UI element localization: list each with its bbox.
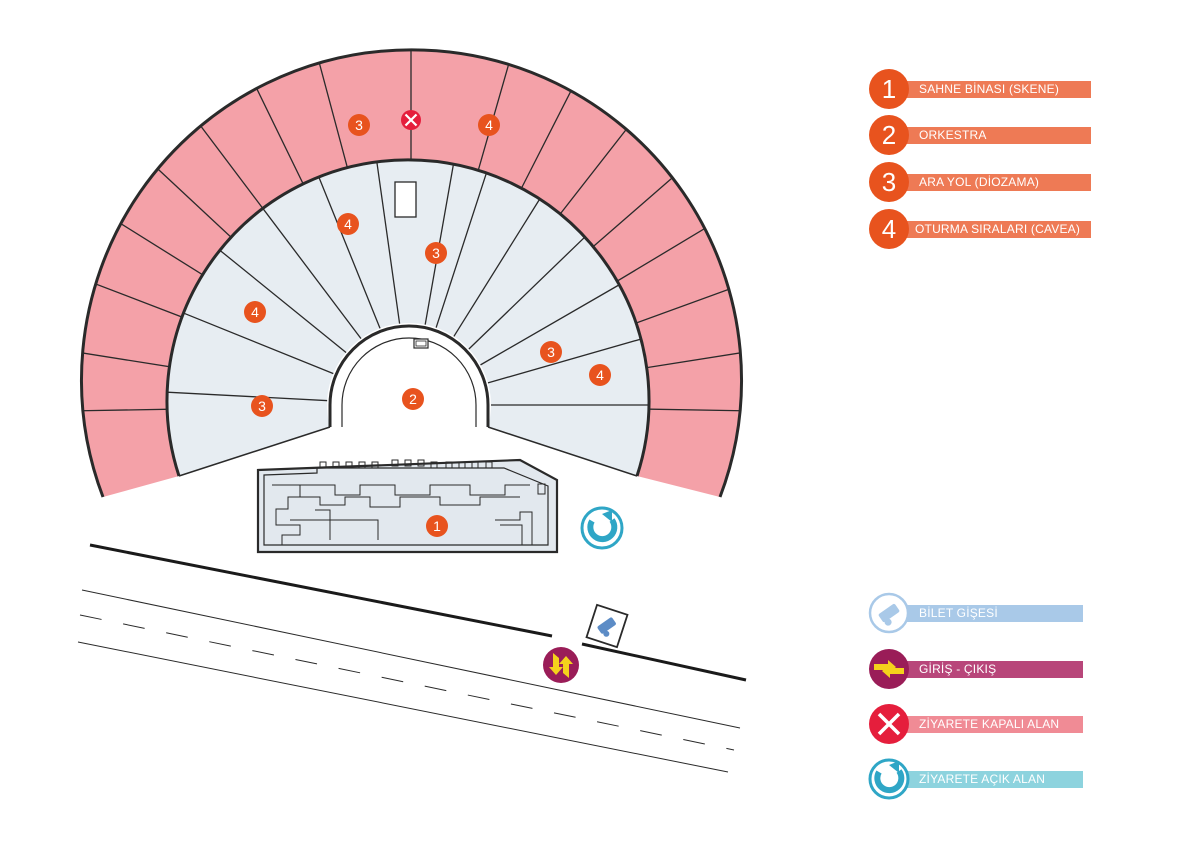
stage-building <box>256 458 559 554</box>
marker-3-top[interactable]: 3 <box>348 114 370 136</box>
marker-2-orchestra[interactable]: 2 <box>402 388 424 410</box>
marker-4-top[interactable]: 4 <box>478 114 500 136</box>
svg-text:ZİYARETE AÇIK ALAN: ZİYARETE AÇIK ALAN <box>919 772 1045 786</box>
lower-row-divider <box>468 230 592 350</box>
legend-item-3: 3 ARA YOL (DİOZAMA) <box>869 162 1091 202</box>
entry-exit-icon <box>874 660 904 678</box>
svg-text:GİRİŞ - ÇIKIŞ: GİRİŞ - ÇIKIŞ <box>919 662 996 676</box>
ticket-office[interactable] <box>585 603 629 649</box>
svg-text:4: 4 <box>882 214 896 244</box>
legend-item-1: 1 SAHNE BİNASI (SKENE) <box>869 69 1091 109</box>
lower-row-divider <box>167 391 332 402</box>
open-area-icon <box>874 761 905 794</box>
svg-text:4: 4 <box>251 304 259 320</box>
svg-text:2: 2 <box>409 391 417 407</box>
svg-text:OTURMA SIRALARI (CAVEA): OTURMA SIRALARI (CAVEA) <box>915 222 1080 236</box>
lower-row-divider <box>435 166 489 330</box>
lower-cavea <box>165 158 651 477</box>
svg-text:3: 3 <box>432 245 440 261</box>
lower-row-divider <box>452 192 545 338</box>
lower-row-divider <box>316 172 382 332</box>
road <box>77 543 747 773</box>
svg-text:4: 4 <box>596 367 604 383</box>
svg-text:4: 4 <box>485 117 493 133</box>
svg-text:BİLET GİŞESİ: BİLET GİŞESİ <box>919 606 998 620</box>
lower-row-divider <box>259 204 364 342</box>
open-area-marker[interactable] <box>580 506 624 550</box>
legend-item-4: 4 OTURMA SIRALARI (CAVEA) <box>869 209 1091 249</box>
legend-item-2: 2 ORKESTRA <box>869 115 1091 155</box>
svg-text:ARA YOL (DİOZAMA): ARA YOL (DİOZAMA) <box>919 175 1039 189</box>
lower-row-divider <box>216 247 350 356</box>
legend-icons: BİLET GİŞESİ GİRİŞ - ÇIKIŞ ZİYARETE KAPA… <box>868 592 1083 800</box>
svg-text:3: 3 <box>258 398 266 414</box>
svg-text:1: 1 <box>433 518 441 534</box>
marker-3-left[interactable]: 3 <box>251 395 273 417</box>
svg-text:2: 2 <box>882 120 896 150</box>
marker-3-right[interactable]: 3 <box>540 341 562 363</box>
entry-exit-marker[interactable] <box>543 647 579 683</box>
closed-area-marker[interactable] <box>401 110 421 130</box>
marker-4-upper-left[interactable]: 4 <box>337 213 359 235</box>
svg-text:4: 4 <box>344 216 352 232</box>
svg-text:ZİYARETE KAPALI ALAN: ZİYARETE KAPALI ALAN <box>919 717 1059 731</box>
svg-text:3: 3 <box>355 117 363 133</box>
svg-text:SAHNE BİNASI (SKENE): SAHNE BİNASI (SKENE) <box>919 82 1059 96</box>
marker-3-center[interactable]: 3 <box>425 242 447 264</box>
svg-text:3: 3 <box>882 167 896 197</box>
cavea-platform <box>394 181 417 218</box>
legend-closed-area: ZİYARETE KAPALI ALAN <box>869 704 1083 744</box>
orchestra <box>328 324 490 427</box>
lower-row-divider <box>479 279 628 366</box>
ticket-icon <box>878 603 900 626</box>
marker-4-left[interactable]: 4 <box>244 301 266 323</box>
lower-row-divider <box>424 159 456 327</box>
legend-ticket: BİLET GİŞESİ <box>868 592 1083 634</box>
marker-4-right[interactable]: 4 <box>589 364 611 386</box>
lower-row-divider <box>487 335 650 384</box>
svg-text:3: 3 <box>547 344 555 360</box>
svg-text:ORKESTRA: ORKESTRA <box>919 128 987 142</box>
lower-row-divider <box>375 159 401 326</box>
lower-row-divider <box>178 310 338 376</box>
legend-open-area: ZİYARETE AÇIK ALAN <box>868 758 1083 800</box>
svg-text:1: 1 <box>882 74 896 104</box>
marker-1-stage[interactable]: 1 <box>426 515 448 537</box>
numbered-markers: 3 4 4 3 4 3 4 2 3 1 <box>244 114 611 537</box>
legend-numbered: 1 SAHNE BİNASI (SKENE) 2 ORKESTRA 3 ARA … <box>869 69 1091 249</box>
legend-entry-exit: GİRİŞ - ÇIKIŞ <box>869 649 1083 689</box>
closed-area-icon <box>877 712 901 736</box>
